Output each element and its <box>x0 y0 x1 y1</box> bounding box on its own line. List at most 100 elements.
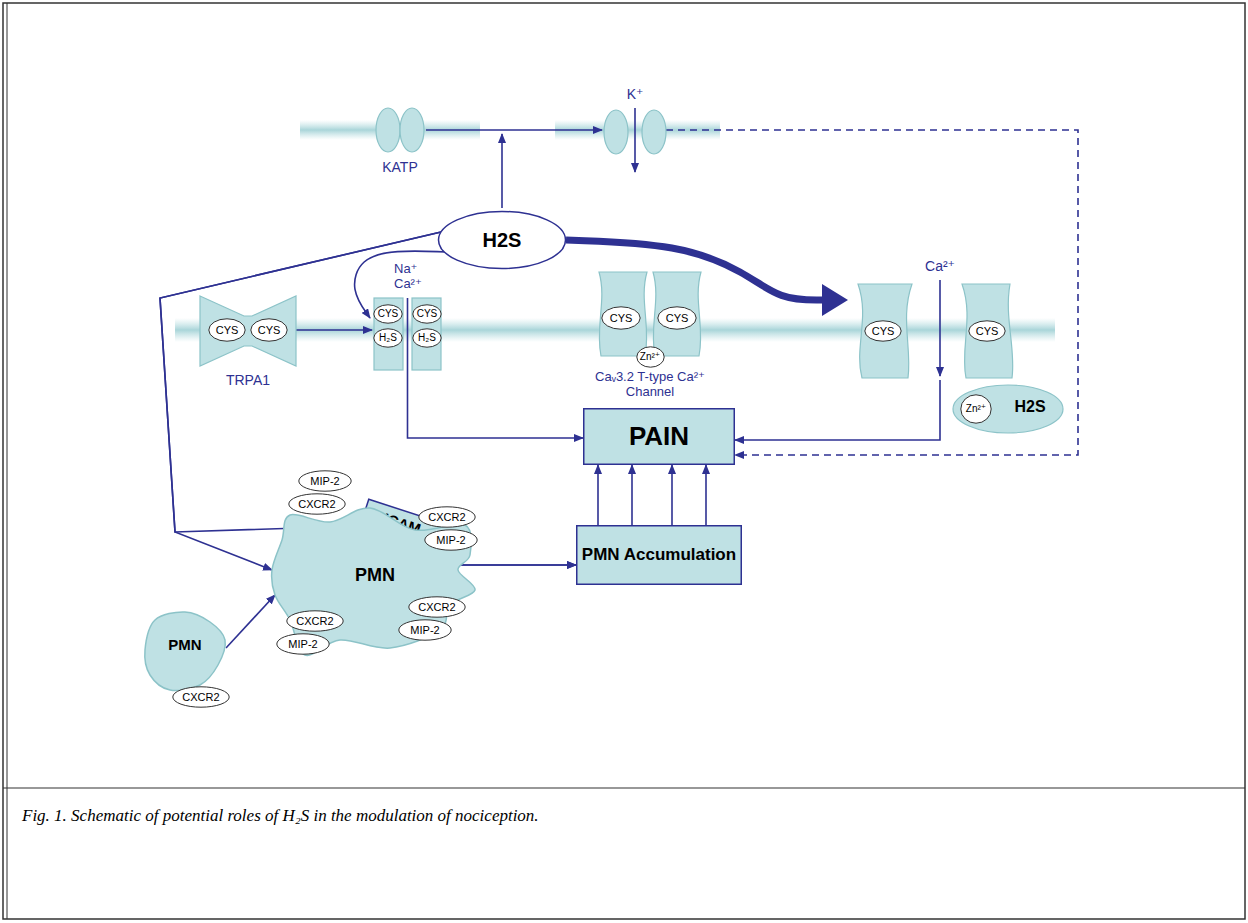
channel-subunit <box>376 108 400 152</box>
node-label: CYS <box>666 312 689 325</box>
node-label: TRPA1 <box>198 372 298 388</box>
ellipse-outline <box>439 212 566 269</box>
receptor-oval: CYS <box>968 320 1006 342</box>
open-k-channel: K⁺ <box>600 86 670 180</box>
trpa1-channel: TRPA1 CYS CYS <box>198 292 298 392</box>
channel-subunit <box>412 298 441 370</box>
h2s-zinc-complex: H2SZn²⁺ <box>952 384 1064 434</box>
figure-frame <box>3 3 1245 919</box>
node-label: CXCR2 <box>298 498 335 511</box>
node-label: K⁺ <box>600 86 670 102</box>
receptor-oval: Zn²⁺ <box>960 394 992 424</box>
modulation-arrow <box>501 134 503 208</box>
figure-caption: Fig. 1. Schematic of potential roles of … <box>22 806 1222 826</box>
receptor-oval: CYS <box>208 318 246 342</box>
activated-pmn-cell: PMNMIP-2CXCR2CXCR2MIP-2CXCR2MIP-2CXCR2MI… <box>270 470 480 665</box>
node-label: H₂S <box>418 332 436 344</box>
oval-outline <box>299 471 351 491</box>
pmn-accumulation-box: PMN Accumulation <box>576 525 742 585</box>
channel-subunit <box>599 272 647 356</box>
ion-flow-arrow <box>634 108 636 172</box>
box-outline <box>584 409 735 465</box>
node-label: MIP-2 <box>436 534 465 547</box>
arrow-connector <box>597 465 599 525</box>
node-label: Na⁺ Ca²⁺ <box>394 262 434 292</box>
node-label: CYS <box>258 324 281 337</box>
arrow-connector <box>226 595 275 648</box>
receptor-oval: CYS <box>864 320 902 342</box>
open-cav32-channel: Ca²⁺ CYS CYS <box>850 258 1020 380</box>
oval-outline <box>413 305 441 323</box>
node-label: CYS <box>417 308 438 320</box>
arrow-connector <box>705 465 707 525</box>
frame-double-line <box>7 3 8 919</box>
oval-outline <box>289 494 345 514</box>
arrow-connector <box>631 465 633 525</box>
node-label: CYS <box>610 312 633 325</box>
node-label: Zn²⁺ <box>640 351 660 363</box>
node-label: KATP <box>368 159 432 175</box>
ion-flow-arrow <box>407 298 409 372</box>
box-outline <box>577 526 742 585</box>
oval-outline <box>602 307 640 329</box>
node-label: MIP-2 <box>288 638 317 651</box>
oval-outline <box>277 634 329 654</box>
oval-outline <box>251 319 287 341</box>
arrow-connector <box>296 329 372 331</box>
arrow-connector <box>160 232 441 532</box>
node-label: MIP-2 <box>310 475 339 488</box>
node-label: PMN <box>340 565 410 586</box>
arrow-connector <box>735 380 940 440</box>
node-label: MIP-2 <box>410 624 439 637</box>
oval-outline <box>399 620 451 640</box>
receptor-oval: MIP-2 <box>398 619 452 641</box>
dashed-arrow <box>666 130 1078 455</box>
receptor-oval: CYS <box>373 304 403 324</box>
receptor-oval: CYS <box>250 318 288 342</box>
node-label: Ca²⁺ <box>915 258 965 274</box>
oval-outline <box>658 307 696 329</box>
open-trpa1-channel: Na⁺ Ca²⁺ CYS H₂S CYS H₂S <box>370 262 445 372</box>
oval-outline <box>374 305 402 323</box>
node-label: CYS <box>872 325 895 338</box>
receptor-oval: MIP-2 <box>424 529 478 551</box>
arrow-connector <box>426 129 602 131</box>
receptor-oval: Zn²⁺ <box>636 346 665 368</box>
cell-outline <box>145 612 225 691</box>
channel-subunit <box>200 296 296 366</box>
receptor-oval: CXCR2 <box>286 610 344 632</box>
receptor-oval: CYS <box>657 306 697 330</box>
node-label: PAIN <box>629 422 689 452</box>
node-label: CXCR2 <box>428 511 465 524</box>
node-label: Caᵥ3.2 T-type Ca²⁺ Channel <box>590 370 710 400</box>
node-label: CXCR2 <box>296 615 333 628</box>
oval-outline <box>413 329 441 347</box>
oval-outline <box>287 611 343 631</box>
arrow-connector <box>671 465 673 525</box>
oval-outline <box>969 321 1005 341</box>
oval-outline <box>419 507 475 527</box>
oval-outline <box>409 597 465 617</box>
oval-outline <box>425 530 477 550</box>
channel-subunit <box>962 284 1013 378</box>
oval-outline <box>961 395 991 423</box>
caption-divider <box>3 787 1245 788</box>
node-label: CXCR2 <box>418 601 455 614</box>
receptor-oval: H₂S <box>373 328 403 348</box>
channel-subunit <box>374 298 403 370</box>
receptor-oval: H₂S <box>412 328 442 348</box>
h2s-ellipse: H2S <box>437 210 567 270</box>
receptor-oval: MIP-2 <box>276 633 330 655</box>
node-label: H₂S <box>379 332 397 344</box>
channel-subunit <box>400 108 424 152</box>
node-label: CXCR2 <box>182 691 219 704</box>
katp-channel: KATP <box>368 102 432 182</box>
node-label: CYS <box>976 325 999 338</box>
oval-outline <box>209 319 245 341</box>
oval-outline <box>636 347 663 367</box>
receptor-oval: CXCR2 <box>288 493 346 515</box>
cavOpen-shape <box>850 258 1020 380</box>
node-label: PMN <box>150 636 220 653</box>
channel-subunit <box>604 110 628 154</box>
